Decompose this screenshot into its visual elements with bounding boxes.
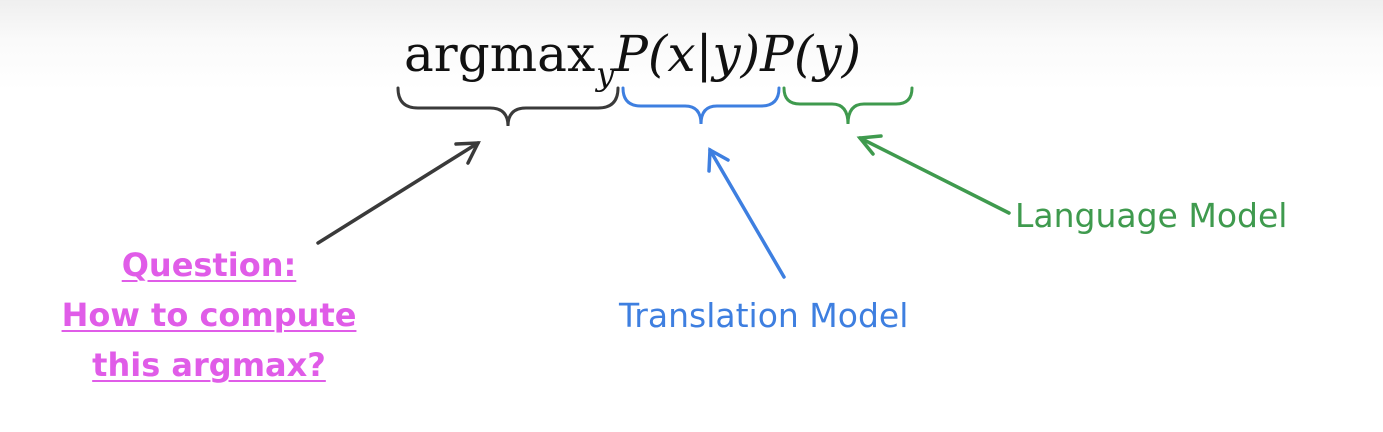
question-line-1: Question: bbox=[121, 246, 297, 284]
formula: argmaxyP(x|y)P(y) bbox=[404, 14, 861, 94]
formula-argmax-subscript: y bbox=[596, 55, 615, 93]
formula-argmax-text: argmax bbox=[404, 25, 596, 83]
question-arrow bbox=[316, 141, 481, 245]
question-line-2: How to compute bbox=[61, 296, 357, 334]
formula-translation-term: P(x|y) bbox=[614, 25, 761, 83]
formula-argmax: argmaxy bbox=[404, 14, 614, 114]
formula-language-term: P(y) bbox=[760, 25, 862, 83]
translation-model-label: Translation Model bbox=[619, 296, 909, 335]
question-line-3: this argmax? bbox=[92, 346, 326, 384]
language-model-label: Language Model bbox=[1015, 196, 1288, 235]
language-underbrace bbox=[782, 86, 914, 125]
language-arrow bbox=[856, 134, 1011, 215]
translation-underbrace bbox=[621, 86, 781, 125]
translation-arrow bbox=[707, 147, 786, 279]
argmax-underbrace bbox=[396, 86, 620, 127]
question-text: Question: How to compute this argmax? bbox=[18, 240, 400, 390]
